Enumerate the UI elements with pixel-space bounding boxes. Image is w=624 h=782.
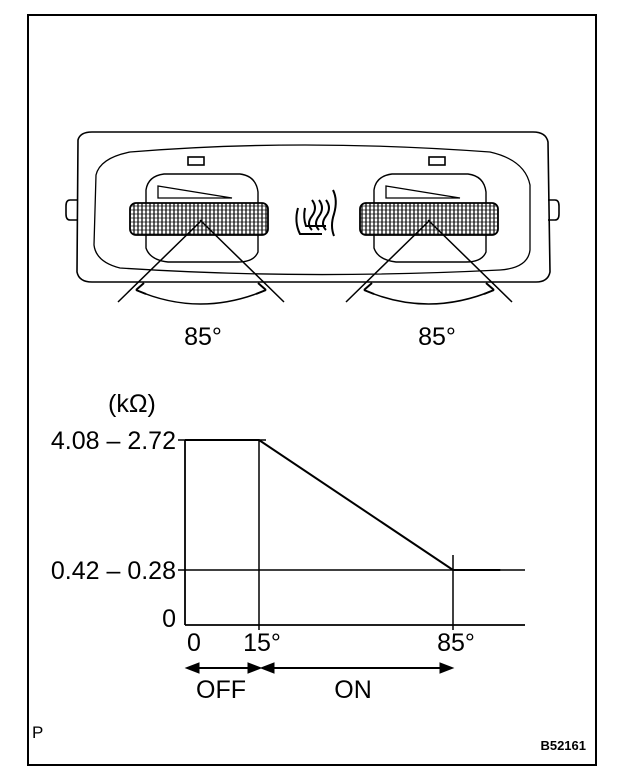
- y-tick-label-low: 0.42 – 0.28: [51, 557, 176, 585]
- x-tick-label-85: 85°: [437, 629, 475, 657]
- on-range-arrow: [259, 662, 455, 674]
- left-angle-label: 85°: [184, 323, 222, 351]
- outer-frame: [27, 14, 597, 766]
- resistance-line: [185, 439, 501, 571]
- right-rotation-arc: [345, 219, 513, 305]
- corner-letter: P: [32, 723, 43, 742]
- x-tick-label-15: 15°: [243, 629, 281, 657]
- right-angle-label: 85°: [418, 323, 456, 351]
- x-tick-label-0: 0: [187, 629, 201, 657]
- figure-code: B52161: [540, 738, 586, 753]
- off-range-label: OFF: [196, 676, 246, 704]
- y-tick-label-high: 4.08 – 2.72: [51, 427, 176, 455]
- left-dial[interactable]: [129, 202, 269, 236]
- on-range-label: ON: [334, 676, 372, 704]
- y-tick-label-zero: 0: [162, 605, 176, 633]
- left-rotation-arc: [117, 219, 285, 305]
- off-range-arrow: [184, 662, 263, 674]
- seat-heater-icon: [295, 189, 337, 237]
- y-unit-label: (kΩ): [108, 390, 156, 418]
- seat-heater-switch-panel: [65, 131, 560, 283]
- chart-axes: [178, 439, 525, 630]
- right-dial[interactable]: [359, 202, 499, 236]
